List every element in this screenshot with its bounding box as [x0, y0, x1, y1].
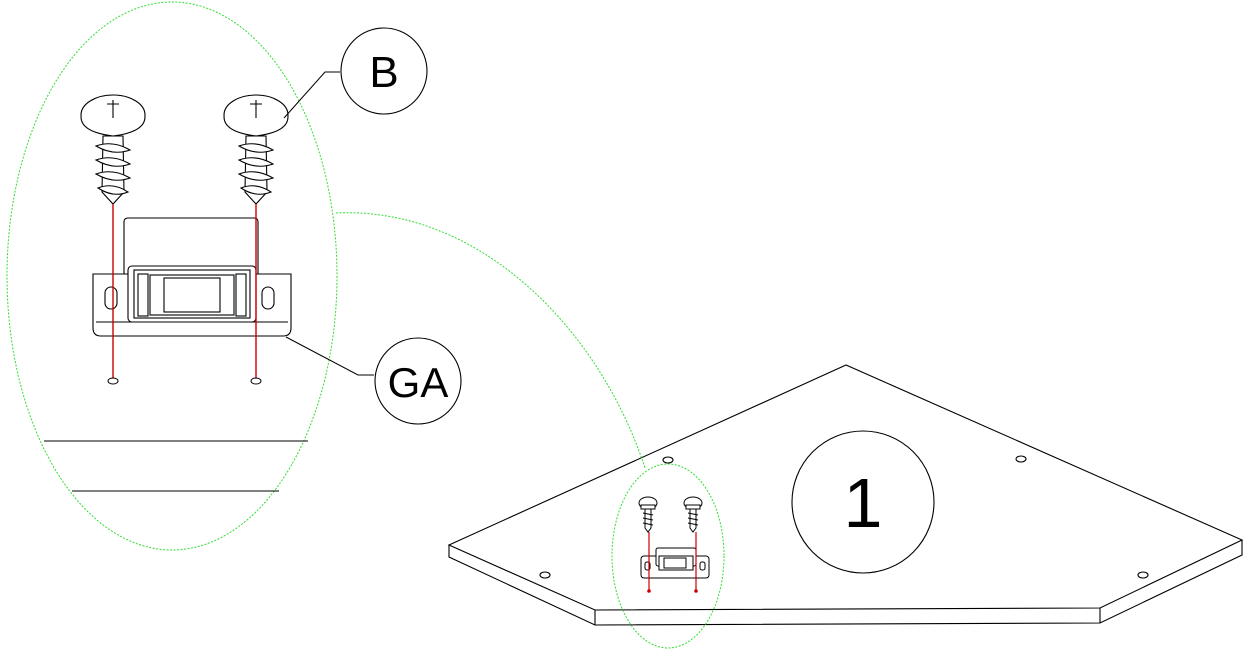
small-catch-assembly [638, 496, 710, 579]
callout-screw: B [283, 27, 428, 119]
shelf-hole [539, 571, 551, 579]
detail-outline [6, 1, 725, 649]
detail-ellipse-large [6, 1, 338, 551]
detail-shelf-edge [44, 440, 308, 492]
magnetic-catch [92, 217, 292, 337]
screw-right [223, 94, 289, 205]
detail-connector [335, 212, 646, 469]
shelf-hole [1015, 455, 1027, 463]
step-callout: 1 [791, 430, 935, 574]
shelf-front-edge [448, 540, 1243, 626]
catch-screw-slot [104, 286, 118, 310]
shelf-hole [662, 456, 674, 464]
callout-screw-label: B [369, 48, 398, 97]
step-number: 1 [844, 464, 883, 542]
small-screw-axes [648, 532, 697, 590]
shelf-hole [1137, 571, 1149, 579]
detail-holes [107, 377, 262, 385]
catch-screw-slot [261, 286, 275, 310]
detail-ellipse-small [611, 463, 725, 649]
screw-left [80, 94, 146, 205]
screw-axes [112, 204, 257, 378]
callout-catch-label: GA [388, 359, 449, 406]
callout-catch: GA [285, 336, 462, 425]
